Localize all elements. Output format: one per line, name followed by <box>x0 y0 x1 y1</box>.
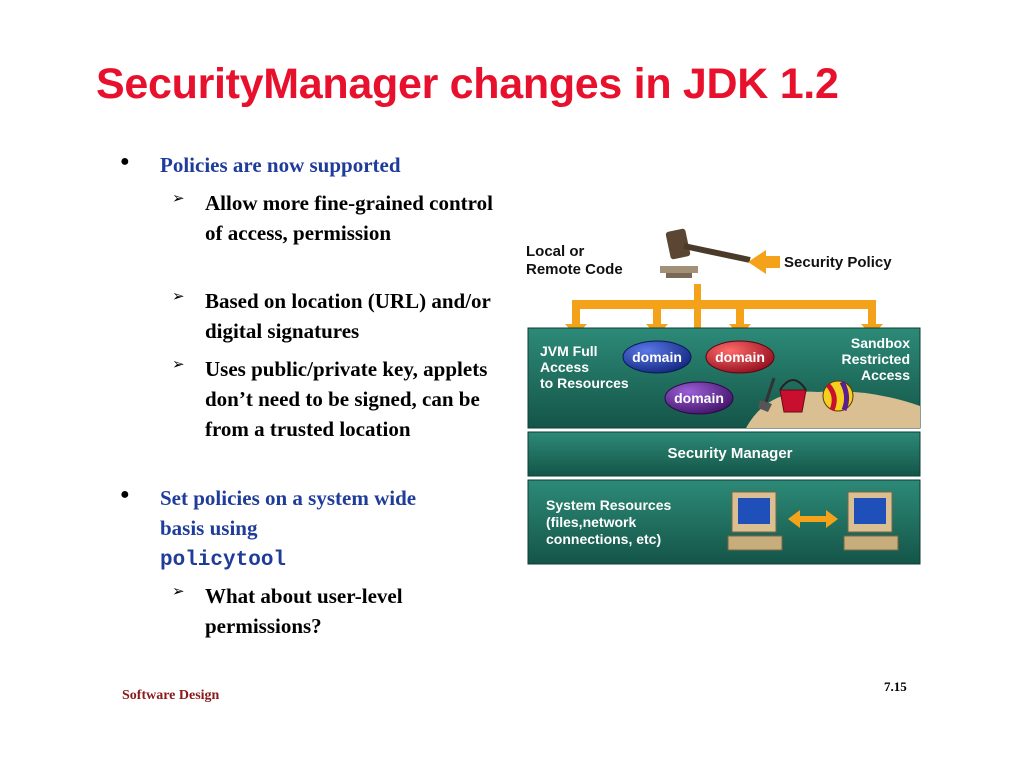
sub-bullet-location: ➢ Based on location (URL) and/or digital… <box>172 286 502 346</box>
bullet-text-main: Set policies on a system wide basis usin… <box>160 486 417 540</box>
bullet-dot-icon: ● <box>120 153 130 170</box>
sub-bullet-text: Uses public/private key, applets don’t n… <box>205 357 488 441</box>
sub-bullet-text: Allow more fine-grained control of acces… <box>205 191 493 245</box>
computer-left-icon <box>727 491 783 551</box>
bullet-text: Policies are now supported <box>160 153 401 177</box>
system-resources-line2: (files,network <box>546 514 636 530</box>
sub-bullet-user-level: ➢ What about user-level permissions? <box>172 581 502 641</box>
domain-blue <box>622 340 692 374</box>
sub-bullet-keys: ➢ Uses public/private key, applets don’t… <box>172 354 502 444</box>
domain-red-label: domain <box>715 349 765 365</box>
sandbox-label-line1: Sandbox <box>851 335 910 351</box>
arrow-bullet-icon: ➢ <box>172 357 185 373</box>
computer-right-icon <box>843 491 899 551</box>
security-policy-label: Security Policy <box>784 254 892 271</box>
exchange-arrow-icon <box>788 510 838 528</box>
slide-number: 7.15 <box>884 679 907 694</box>
policytool-code: policytool <box>160 549 287 572</box>
jvm-label-line3: to Resources <box>540 375 629 391</box>
sandbox-label-line3: Access <box>861 367 910 383</box>
sandbox-label-line2: Restricted <box>842 351 910 367</box>
bullet-dot-icon: ● <box>120 486 130 503</box>
domain-blue-label: domain <box>632 349 682 365</box>
system-resources-line3: connections, etc) <box>546 531 661 547</box>
domain-purple <box>664 381 734 415</box>
jvm-label-line1: JVM Full <box>540 343 598 359</box>
jvm-label-line2: Access <box>540 359 589 375</box>
remote-code-label: Remote Code <box>526 261 623 278</box>
sub-bullet-fine-grained: ➢ Allow more fine-grained control of acc… <box>172 188 502 248</box>
security-manager-band <box>527 431 921 477</box>
domain-purple-label: domain <box>674 390 724 406</box>
slide-title: SecurityManager changes in JDK 1.2 <box>96 60 839 108</box>
bucket-icon <box>779 379 807 413</box>
local-code-label: Local or <box>526 243 585 260</box>
arrow-bullet-icon: ➢ <box>172 289 185 305</box>
bullet-policies: ● Policies are now supported <box>120 150 500 180</box>
system-resources-line1: System Resources <box>546 497 672 513</box>
arrow-bullet-icon: ➢ <box>172 191 185 207</box>
security-architecture-diagram: Local or Remote Code Security Policy JVM… <box>526 228 921 565</box>
bullet-set-policies: ● Set policies on a system wide basis us… <box>120 483 500 576</box>
footer-course: Software Design <box>122 688 220 703</box>
beach-ball-icon <box>822 380 854 412</box>
gavel-icon <box>660 228 751 278</box>
bullet-text: Set policies on a system wide basis usin… <box>160 483 450 576</box>
security-manager-label: Security Manager <box>667 445 792 462</box>
policy-arrow-icon <box>748 250 780 274</box>
sub-bullet-text: What about user-level permissions? <box>205 584 403 638</box>
shovel-icon <box>758 377 776 412</box>
sub-bullet-text: Based on location (URL) and/or digital s… <box>205 289 491 343</box>
arrow-bullet-icon: ➢ <box>172 584 185 600</box>
domain-red <box>705 340 775 374</box>
